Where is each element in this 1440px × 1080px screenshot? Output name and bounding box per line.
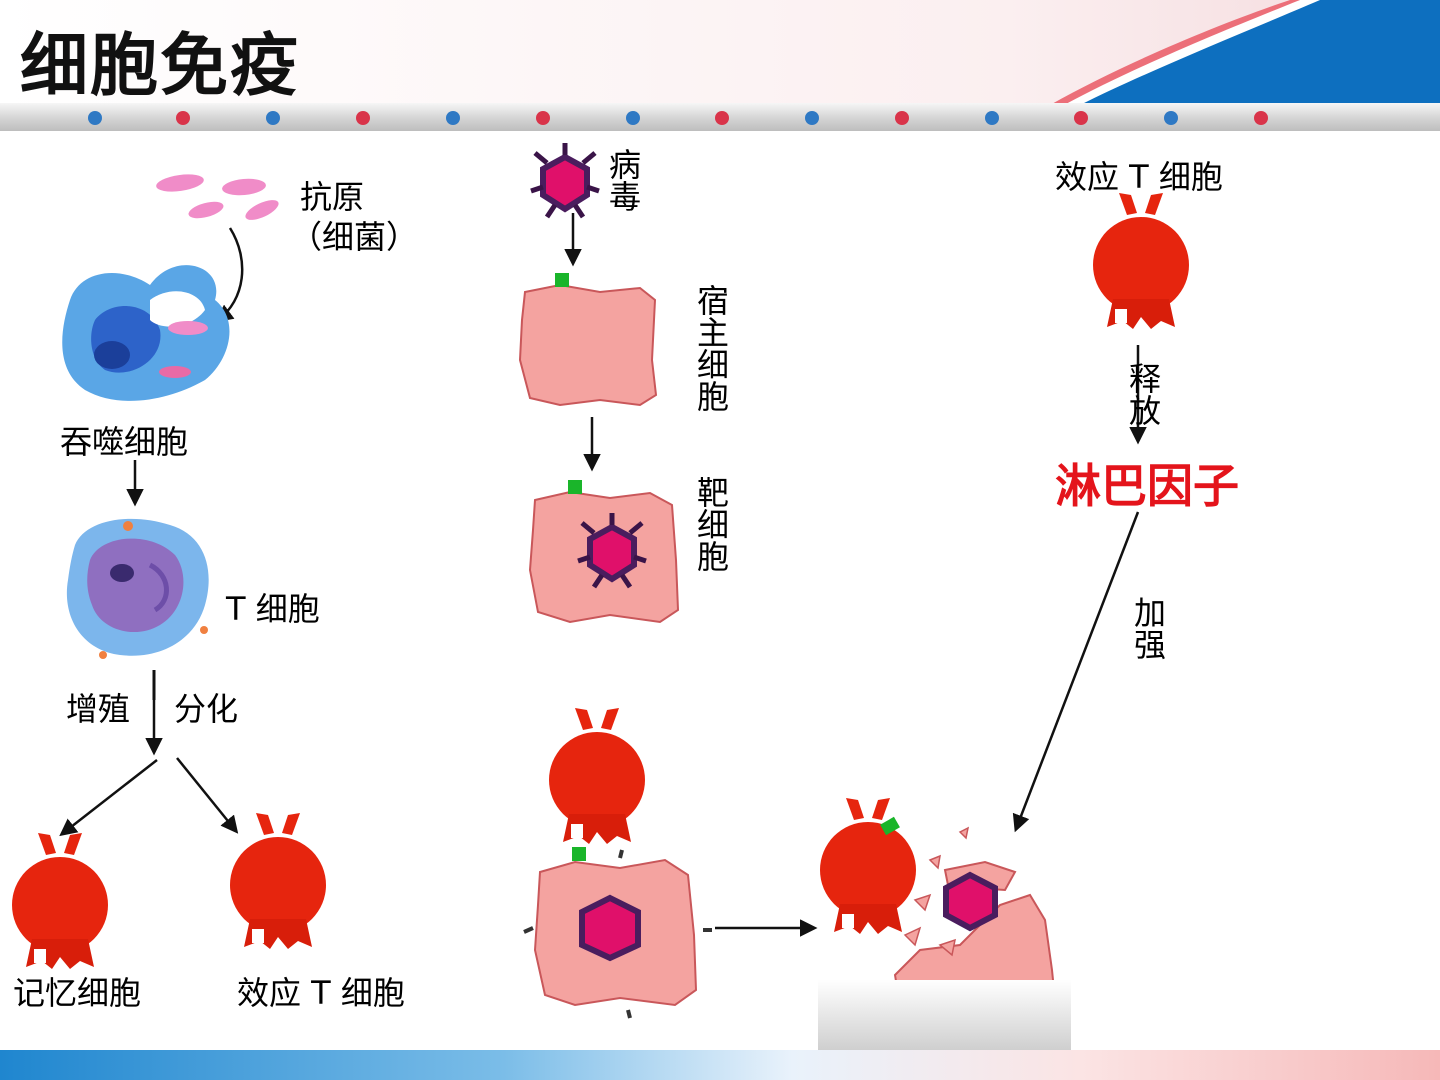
arrow-icon <box>59 759 158 837</box>
t-cell-icon <box>66 518 209 659</box>
arrow-icon <box>1012 511 1140 833</box>
host-cell-icon <box>518 273 658 407</box>
memory-cell-label: 记忆细胞 <box>13 974 142 1012</box>
effector-t-cell-icon <box>549 708 645 844</box>
bottom-bar <box>0 1050 1440 1080</box>
memory-cell-icon <box>12 833 108 969</box>
page-title: 细胞免疫 <box>20 27 301 106</box>
t-cell-label: T 细胞 <box>226 590 320 628</box>
target-cell-label: 靶细胞 <box>692 476 730 572</box>
header-band <box>0 0 1440 131</box>
virus-icon <box>531 143 599 217</box>
phagocyte-label: 吞噬细胞 <box>60 423 189 461</box>
effector-t-cell-top-label: 效应 T 细胞 <box>1055 158 1223 196</box>
effector-t-cell-icon <box>230 813 326 949</box>
photo-shadow <box>818 980 1071 1050</box>
header-dots <box>88 111 1268 125</box>
lymphokine-label: 淋巴因子 <box>1055 459 1239 513</box>
phagocyte-icon <box>62 265 230 401</box>
virus-label: 病毒 <box>604 148 642 212</box>
host-cell-icon <box>523 847 712 1019</box>
arrow-icon <box>176 757 239 834</box>
effector-t-cell-label: 效应 T 细胞 <box>237 974 405 1012</box>
release-label: 释放 <box>1124 362 1162 426</box>
enhance-label: 加强 <box>1129 596 1167 660</box>
target-cell-icon <box>528 480 680 624</box>
effector-t-cell-icon <box>1093 193 1189 329</box>
antigen-note-label: （细菌） <box>290 218 419 256</box>
effector-t-cell-icon <box>820 798 916 934</box>
host-cell-label: 宿主细胞 <box>692 284 730 412</box>
differentiation-label: 分化 <box>174 690 239 728</box>
arrow-icon <box>215 227 244 323</box>
antigen-label: 抗原 <box>300 178 365 216</box>
bacteria-icon <box>156 174 279 220</box>
proliferation-label: 增殖 <box>66 690 131 728</box>
